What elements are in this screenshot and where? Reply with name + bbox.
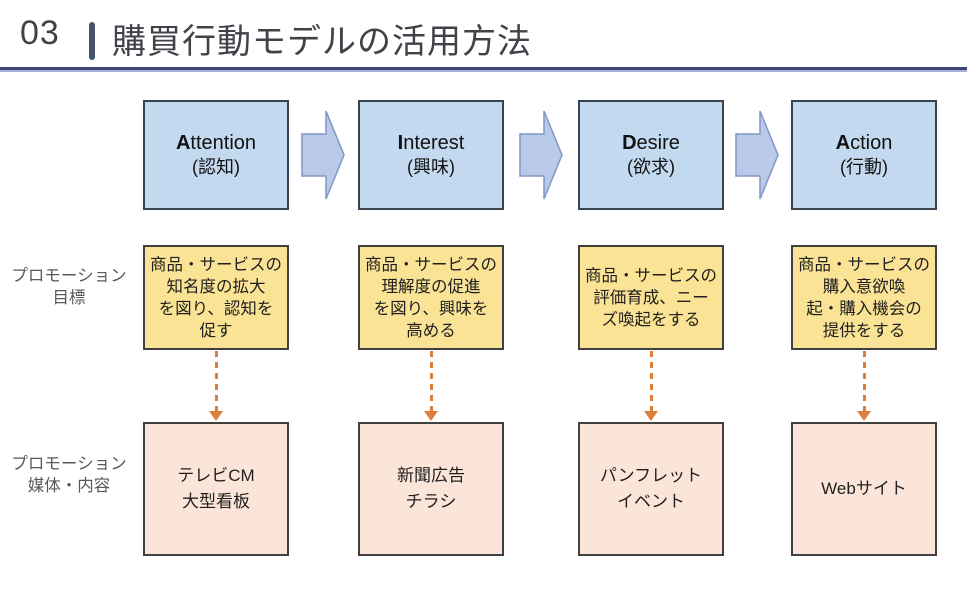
goal-text-line: 起・購入機会の — [806, 299, 922, 318]
flow-arrow-icon — [735, 110, 779, 200]
dashed-arrow-icon — [424, 351, 438, 422]
row-label-line: 目標 — [52, 289, 86, 307]
title-underline — [0, 67, 967, 70]
goal-text-line: を図り、興味を — [373, 299, 489, 318]
media-text-line: チラシ — [405, 492, 457, 511]
row-label-promotion-media: プロモーション 媒体・内容 — [0, 453, 138, 497]
stage-rest: nterest — [403, 132, 465, 155]
stage-rest: esire — [636, 132, 680, 155]
goal-text-line: 商品・サービスの — [585, 266, 717, 285]
goal-box-attention: 商品・サービスの 知名度の拡大 を図り、認知を 促す — [143, 245, 289, 350]
media-text-line: Webサイト — [821, 479, 907, 498]
media-box-interest: 新聞広告 チラシ — [358, 422, 504, 556]
media-box-desire: パンフレット イベント — [578, 422, 724, 556]
dashed-arrow-icon — [644, 351, 658, 422]
goal-text-line: 評価育成、ニー — [593, 288, 709, 307]
stage-name-jp: (認知) — [192, 157, 240, 178]
stage-initial: A — [175, 132, 191, 155]
goal-text-line: 商品・サービスの — [150, 255, 282, 274]
row-label-line: 媒体・内容 — [27, 477, 111, 495]
dashed-arrow-line — [214, 351, 218, 411]
goal-box-interest: 商品・サービスの 理解度の促進 を図り、興味を 高める — [358, 245, 504, 350]
flow-arrow-icon — [519, 110, 563, 200]
stage-name-jp: (興味) — [407, 157, 455, 178]
stage-rest: ction — [850, 132, 893, 155]
goal-text-line: ズ喚起をする — [601, 310, 701, 329]
goal-text-line: 商品・サービスの — [798, 255, 930, 274]
media-text-line: 新聞広告 — [397, 466, 465, 485]
media-text-line: テレビCM — [177, 466, 255, 485]
media-text-line: イベント — [617, 492, 685, 511]
row-label-promotion-goal: プロモーション 目標 — [0, 265, 138, 309]
dashed-arrow-line — [862, 351, 866, 411]
dashed-arrow-head — [209, 411, 223, 421]
media-box-action: Webサイト — [791, 422, 937, 556]
stage-name-en: Action — [836, 130, 893, 156]
goal-text-line: 提供をする — [822, 321, 906, 340]
stage-initial: D — [622, 132, 637, 155]
stage-box-action: Action (行動) — [791, 100, 937, 210]
stage-name-en: Interest — [398, 130, 465, 156]
media-text-line: 大型看板 — [182, 492, 250, 511]
goal-text-line: 購入意欲喚 — [822, 277, 906, 296]
stage-name-jp: (行動) — [840, 157, 888, 178]
title-separator-bar — [89, 22, 95, 60]
dashed-arrow-icon — [857, 351, 871, 422]
stage-initial: I — [397, 132, 404, 155]
page-number: 03 — [20, 14, 60, 52]
stage-name-en: Desire — [622, 130, 680, 156]
stage-name-jp: (欲求) — [627, 157, 675, 178]
dashed-arrow-line — [649, 351, 653, 411]
dashed-arrow-line — [429, 351, 433, 411]
stage-initial: A — [835, 132, 851, 155]
stage-box-desire: Desire (欲求) — [578, 100, 724, 210]
goal-text-line: 知名度の拡大 — [166, 277, 266, 296]
stage-rest: ttention — [190, 132, 257, 155]
row-label-line: プロモーション — [11, 455, 127, 473]
goal-text-line: 商品・サービスの — [365, 255, 497, 274]
stage-box-interest: Interest (興味) — [358, 100, 504, 210]
dashed-arrow-head — [857, 411, 871, 421]
stage-name-en: Attention — [176, 130, 256, 156]
goal-text-line: 理解度の促進 — [381, 277, 481, 296]
media-box-attention: テレビCM 大型看板 — [143, 422, 289, 556]
dashed-arrow-icon — [209, 351, 223, 422]
goal-text-line: 高める — [406, 321, 456, 340]
goal-box-desire: 商品・サービスの 評価育成、ニー ズ喚起をする — [578, 245, 724, 350]
goal-box-action: 商品・サービスの 購入意欲喚 起・購入機会の 提供をする — [791, 245, 937, 350]
media-text-line: パンフレット — [599, 466, 703, 485]
slide-title: 購買行動モデルの活用方法 — [112, 23, 532, 61]
dashed-arrow-head — [644, 411, 658, 421]
flow-arrow-icon — [301, 110, 345, 200]
stage-box-attention: Attention (認知) — [143, 100, 289, 210]
dashed-arrow-head — [424, 411, 438, 421]
goal-text-line: 促す — [199, 321, 233, 340]
goal-text-line: を図り、認知を — [158, 299, 274, 318]
row-label-line: プロモーション — [11, 267, 127, 285]
